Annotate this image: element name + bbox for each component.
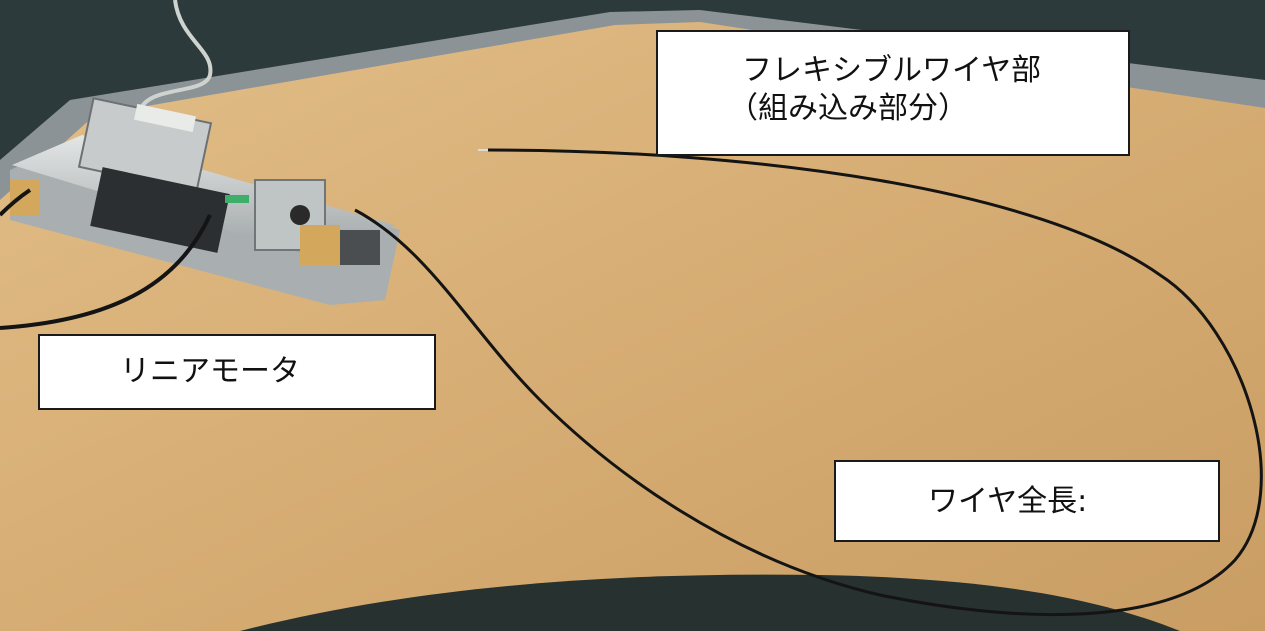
rig-knob xyxy=(290,205,310,225)
label-flexible-wire-line2: （組み込み部分） xyxy=(728,91,968,126)
rig-motor-block xyxy=(90,167,230,253)
table-cutout xyxy=(240,574,1180,631)
label-wire-length: ワイヤ全長: xyxy=(834,460,1220,542)
rig-right-slot xyxy=(300,225,340,265)
label-flexible-wire-section: フレキシブルワイヤ部 （組み込み部分） xyxy=(656,30,1130,156)
top-cable xyxy=(138,0,213,111)
rig-end-block xyxy=(340,230,380,265)
label-flexible-wire-line1: フレキシブルワイヤ部 xyxy=(742,53,1042,88)
label-linear-motor-text: リニアモータ xyxy=(120,354,300,389)
rig-left-slot xyxy=(10,180,40,215)
label-linear-motor: リニアモータ xyxy=(38,334,436,410)
flexible-wire xyxy=(354,148,1263,617)
label-wire-length-text: ワイヤ全長: xyxy=(928,484,1088,519)
rig-label-plate xyxy=(133,103,197,133)
rig-green-tab xyxy=(225,195,249,203)
motor-cable-left xyxy=(0,188,32,217)
motor-cable xyxy=(0,214,212,330)
